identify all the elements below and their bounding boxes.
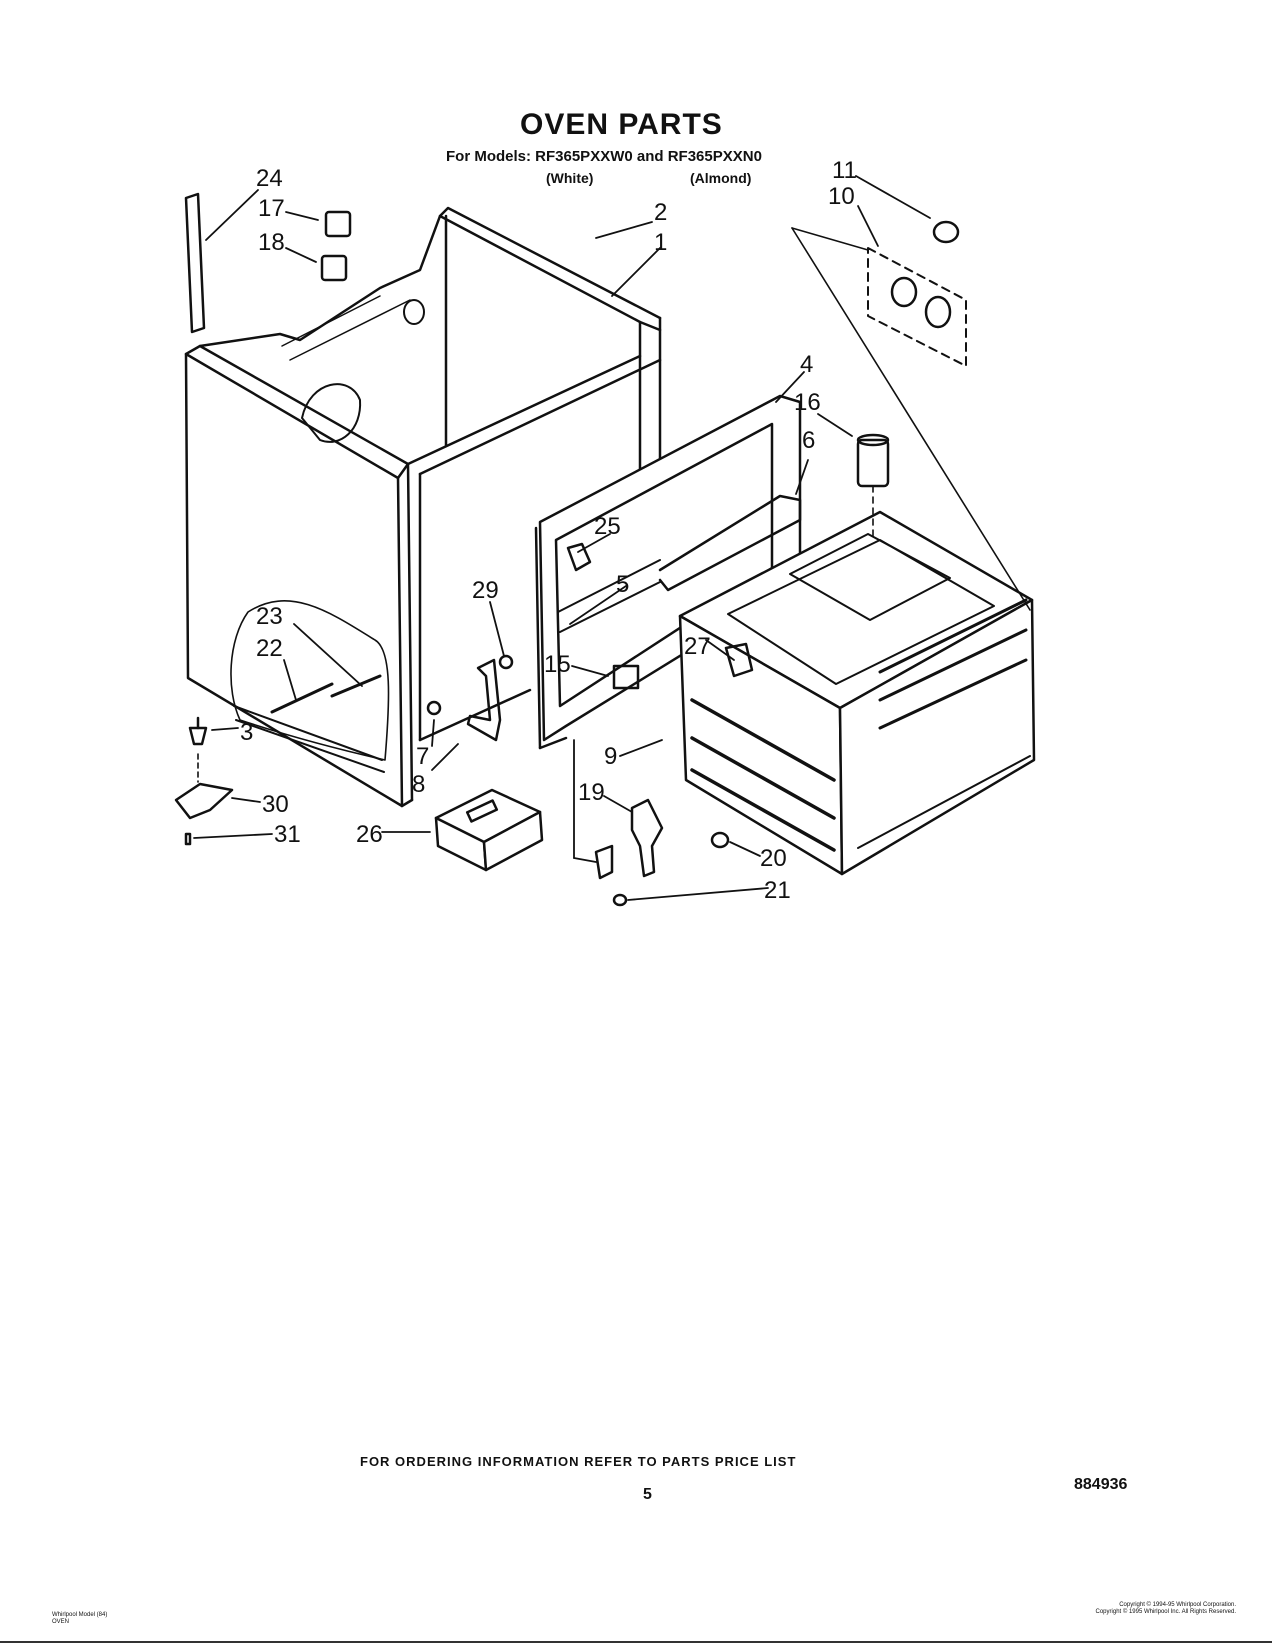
callout-leaders [193,175,931,901]
callout-2: 2 [654,199,667,226]
control-knobs [320,210,352,282]
callout-27: 27 [684,633,711,660]
insulation-block [434,788,544,872]
models-line: For Models: RF365PXXW0 and RF365PXXN0 [446,148,762,165]
callout-30: 30 [262,791,289,818]
callout-21: 21 [764,877,791,904]
copyright-notice: Copyright © 1994-95 Whirlpool Corporatio… [1022,1602,1236,1616]
light-assembly-group [791,220,1031,611]
callout-16: 16 [794,389,821,416]
bottom-divider [0,1641,1272,1643]
ordering-note: FOR ORDERING INFORMATION REFER TO PARTS … [360,1454,797,1469]
cabinet-top-frame [198,206,662,742]
oven-liner [678,510,1036,876]
variant-almond: (Almond) [690,170,752,186]
callout-25: 25 [594,513,621,540]
callout-7: 7 [416,743,429,770]
callout-29: 29 [472,577,499,604]
callout-19: 19 [578,779,605,806]
callout-6: 6 [802,427,815,454]
callout-5: 5 [616,571,629,598]
callout-18: 18 [258,229,285,256]
variant-white: (White) [546,170,594,186]
copyright-line2: Copyright © 1995 Whirlpool Inc. All Righ… [1095,1609,1236,1615]
footer-small-left-line2: OVEN [52,1619,70,1625]
cabinet-side-panel [184,344,414,808]
callout-9: 9 [604,743,617,770]
footer-small-left: Whirlpool Model (84) OVEN [52,1612,107,1626]
callout-23: 23 [256,603,283,630]
callout-26: 26 [356,821,383,848]
small-hardware [270,542,754,742]
callout-31: 31 [274,821,301,848]
callout-20: 20 [760,845,787,872]
callout-24: 24 [256,165,283,192]
door-hinge-parts [573,739,730,907]
page-number: 5 [643,1486,652,1503]
callout-10: 10 [828,183,855,210]
callout-8: 8 [412,771,425,798]
document-number: 884936 [1074,1476,1128,1493]
callout-11: 11 [832,157,857,184]
callout-4: 4 [800,351,813,378]
copyright-line1: Copyright © 1994-95 Whirlpool Corporatio… [1119,1602,1236,1608]
callout-17: 17 [258,195,285,222]
callout-22: 22 [256,635,283,662]
page-title: OVEN PARTS [520,108,723,141]
leveling-leg-parts [174,716,234,846]
side-trim-strip [184,192,206,334]
rack-support-bracket [658,494,802,592]
callout-1: 1 [654,229,667,256]
callout-3: 3 [240,719,253,746]
sensor-probe [856,433,890,537]
footer-small-left-line1: Whirlpool Model (84) [52,1612,108,1618]
callout-15: 15 [544,651,571,678]
callout-labels: 24 17 18 2 1 11 10 4 16 6 25 29 5 23 22 … [240,157,857,904]
